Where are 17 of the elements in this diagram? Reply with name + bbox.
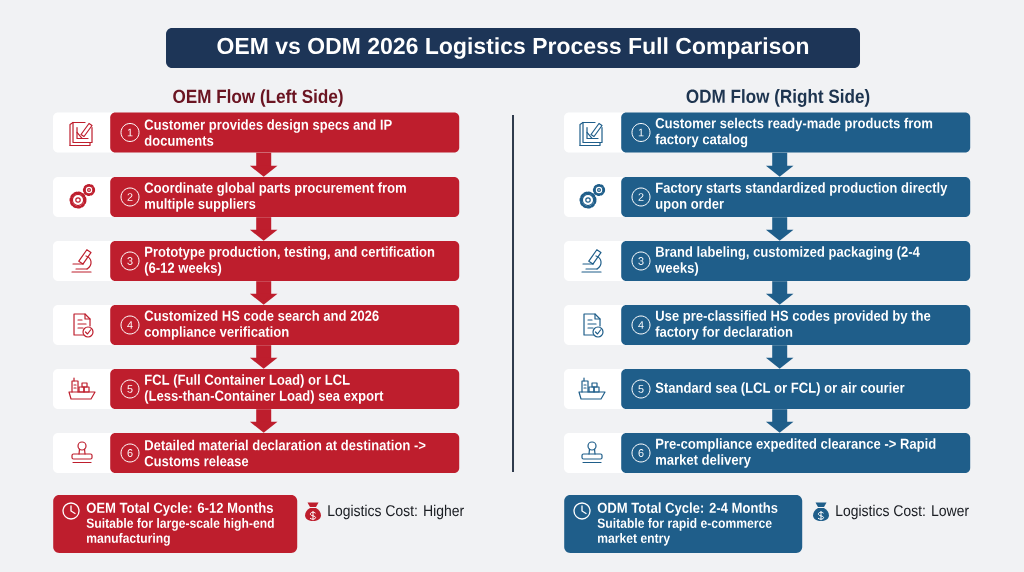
step-number: 6 bbox=[631, 443, 651, 463]
cost-label: Logistics Cost: Lower bbox=[836, 504, 969, 520]
step-number: 5 bbox=[120, 379, 140, 399]
step-number: 3 bbox=[631, 251, 651, 271]
step-number: 1 bbox=[120, 123, 140, 142]
step-number: 6 bbox=[120, 443, 140, 463]
step-number: 1 bbox=[631, 123, 651, 142]
title-banner: OEM vs ODM 2026 Logistics Process Full Comparison bbox=[166, 28, 860, 68]
step-number: 5 bbox=[631, 379, 651, 399]
step-number: 2 bbox=[120, 187, 140, 207]
step-number: 2 bbox=[631, 187, 651, 207]
summary-box: OEM Total Cycle: 6-12 Months Suitable for large-scale high-end manufacturing bbox=[53, 495, 298, 553]
step-number: 4 bbox=[120, 315, 140, 335]
cost-label: Logistics Cost: Higher bbox=[328, 504, 464, 520]
step-number: 4 bbox=[631, 315, 651, 335]
step-number: 3 bbox=[120, 251, 140, 271]
summary-box: ODM Total Cycle: 2-4 Months Suitable for rapid e-commerce market entry bbox=[564, 495, 803, 553]
